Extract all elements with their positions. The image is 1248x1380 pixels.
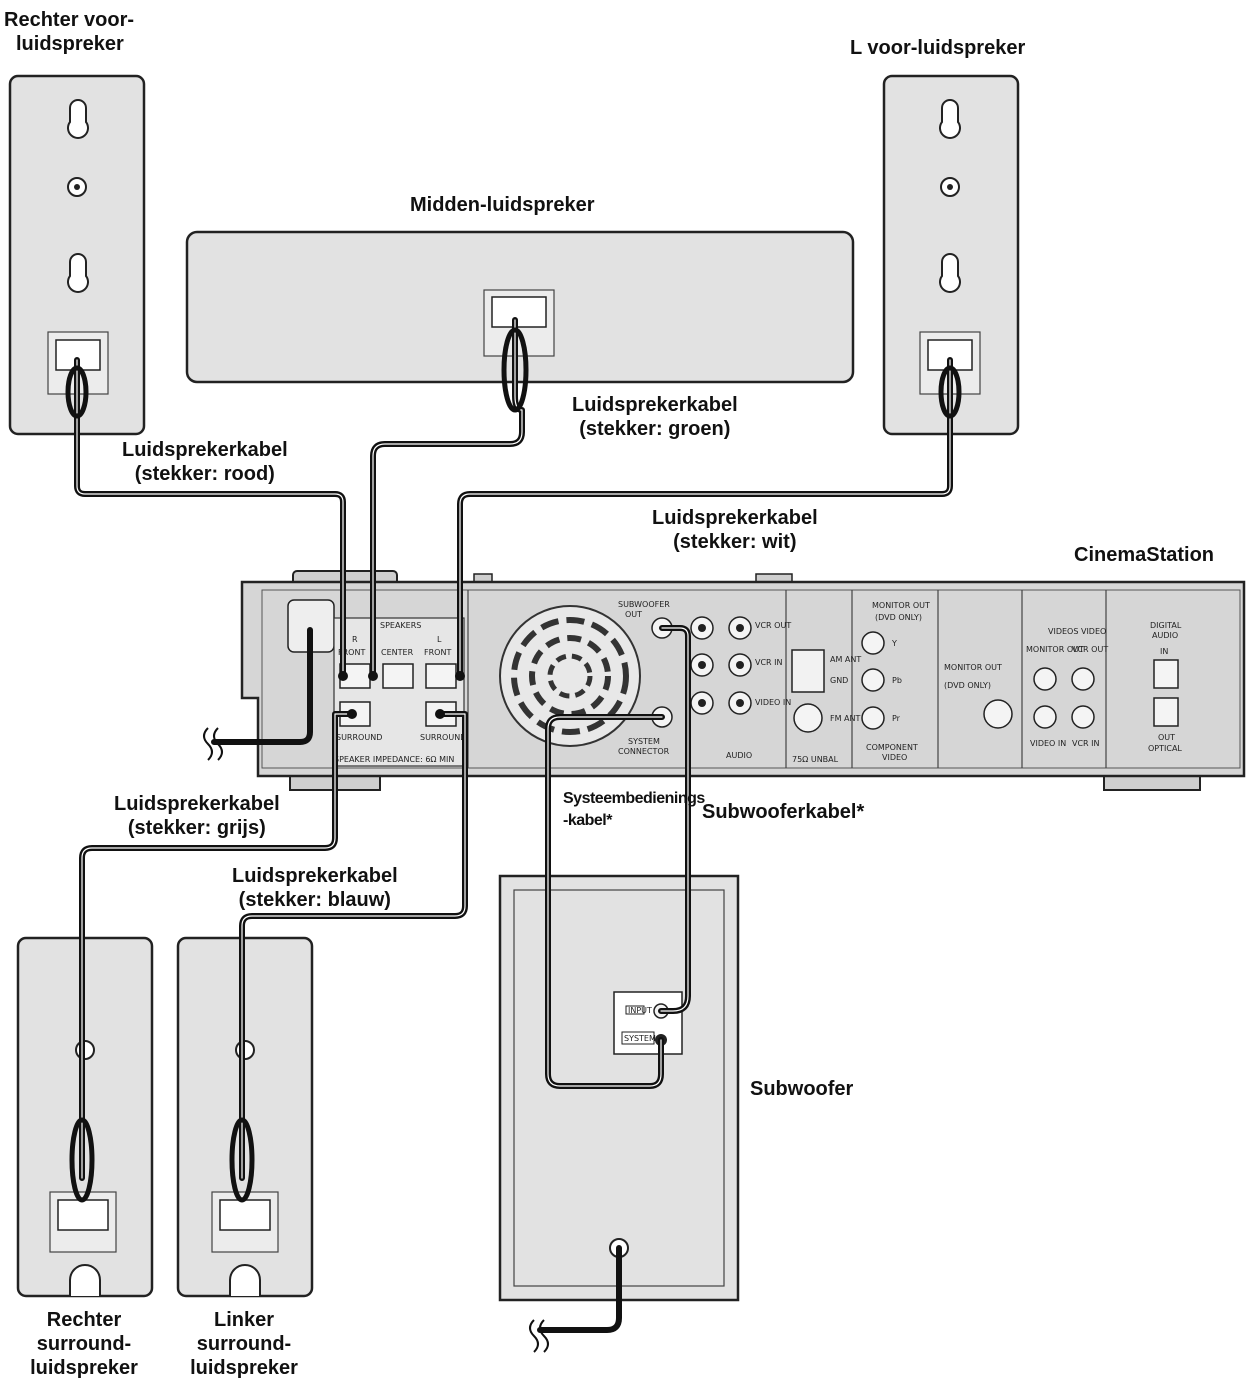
- surround-left-title: Linker surround- luidspreker: [180, 1308, 308, 1380]
- cable-green-line-2: (stekker: groen): [579, 418, 731, 440]
- cable-white-label: Luidsprekerkabel (stekker: wit): [652, 506, 818, 554]
- optical-in-label: IN: [1160, 647, 1168, 656]
- cable-red-line-1: Luidsprekerkabel: [122, 439, 288, 461]
- cable-grey-line-1: Luidsprekerkabel: [114, 793, 280, 815]
- cable-blue-label: Luidsprekerkabel (stekker: blauw): [232, 864, 398, 912]
- vcr-in-label: VCR IN: [755, 658, 783, 667]
- speaker-cables: [65, 317, 962, 1353]
- surround-right-line-3: luidspreker: [30, 1357, 138, 1379]
- cable-blue-line-2: (stekker: blauw): [238, 889, 391, 911]
- center-speaker-title: Midden-luidspreker: [410, 194, 595, 216]
- system-cable-label: Systeembedienings -kabel*: [563, 788, 705, 832]
- videos-video-label: VIDEOS VIDEO: [1048, 627, 1106, 636]
- vcr-in-2-label: VCR IN: [1072, 739, 1100, 748]
- system-connector-label-1: SYSTEM: [628, 737, 660, 746]
- impedance-label: SPEAKER IMPEDANCE: 6Ω MIN: [334, 755, 454, 764]
- fm-ant-label: FM ANT: [830, 714, 861, 723]
- surround-r-label: SURROUND: [336, 733, 382, 742]
- l-mark: L: [437, 635, 442, 644]
- cinema-station-title: CinemaStation: [1074, 544, 1215, 566]
- vcr-out-2-label: VCR OUT: [1072, 645, 1108, 654]
- video-in-2-label: VIDEO IN: [1030, 739, 1066, 748]
- cable-grey-label: Luidsprekerkabel (stekker: grijs): [114, 792, 280, 840]
- pb-label: Pb: [892, 676, 902, 685]
- dvd-only-label: (DVD ONLY): [875, 613, 922, 622]
- cable-white-line-2: (stekker: wit): [673, 531, 797, 553]
- surround-right-line-1: Rechter: [46, 1309, 122, 1331]
- cable-white-line-1: Luidsprekerkabel: [652, 507, 818, 529]
- sub-input-label: INPUT: [628, 1006, 652, 1015]
- front-l-label: FRONT: [424, 648, 451, 657]
- surround-l-label: SURROUND: [420, 733, 466, 742]
- gnd-label: GND: [830, 676, 848, 685]
- am-ant-label: AM ANT: [830, 655, 861, 664]
- dvd-only-2-label: (DVD ONLY): [944, 681, 991, 690]
- system-connector-label-2: CONNECTOR: [618, 747, 670, 756]
- front-right-speaker-title: Rechter voor- luidspreker: [4, 8, 134, 56]
- surround-left-line-1: Linker: [213, 1309, 275, 1331]
- speakers-panel-label: SPEAKERS: [380, 621, 421, 630]
- cinema-station: SPEAKERS R L FRONT CENTER FRONT SURROUND…: [240, 570, 1246, 791]
- digital-audio-label-1: DIGITAL: [1150, 621, 1182, 630]
- r-mark: R: [352, 635, 358, 644]
- system-cable-line-2: -kabel*: [563, 812, 612, 829]
- fan-grille-icon: [499, 605, 641, 747]
- front-left-speaker-title: L voor-luidspreker: [850, 37, 1026, 59]
- subwoofer-title: Subwoofer: [750, 1078, 854, 1100]
- pr-label: Pr: [892, 714, 901, 723]
- sub-system-label: SYSTEM: [624, 1034, 656, 1043]
- video-in-label: VIDEO IN: [755, 698, 791, 707]
- subwoofer-cable-label: Subwooferkabel*: [702, 801, 865, 823]
- audio-jacks: [690, 616, 752, 715]
- front-r-label: FRONT: [338, 648, 365, 657]
- component-video-label-2: VIDEO: [882, 753, 907, 762]
- center-label: CENTER: [381, 648, 414, 657]
- power-cord-subwoofer: [537, 1245, 622, 1333]
- front-right-line-2: luidspreker: [16, 33, 124, 55]
- system-cable-line-1: Systeembedienings: [563, 790, 705, 807]
- optical-out-label: OUT: [1158, 733, 1175, 742]
- cable-green-label: Luidsprekerkabel (stekker: groen): [572, 393, 738, 441]
- front-right-line-1: Rechter voor-: [4, 9, 135, 31]
- cable-blue-line-1: Luidsprekerkabel: [232, 865, 398, 887]
- surround-right-title: Rechter surround- luidspreker: [20, 1308, 148, 1380]
- center-speaker: [185, 230, 855, 384]
- front-right-speaker: [8, 74, 146, 436]
- cable-red-line-2: (stekker: rood): [134, 463, 275, 485]
- cable-grey-line-2: (stekker: grijs): [127, 817, 266, 839]
- component-video-label-1: COMPONENT: [866, 743, 918, 752]
- subwoofer-out-label-1: SUBWOOFER: [618, 600, 670, 609]
- monitor-out-2-label: MONITOR OUT: [944, 663, 1002, 672]
- power-cord-station: [211, 627, 313, 745]
- vcr-out-label: VCR OUT: [755, 621, 791, 630]
- audio-label: AUDIO: [726, 751, 752, 760]
- unbal-label: 75Ω UNBAL: [792, 755, 839, 764]
- surround-left-line-3: luidspreker: [190, 1357, 298, 1379]
- digital-audio-label-2: AUDIO: [1152, 631, 1178, 640]
- monitor-out-label: MONITOR OUT: [872, 601, 930, 610]
- cable-green-line-1: Luidsprekerkabel: [572, 394, 738, 416]
- cable-red-label: Luidsprekerkabel (stekker: rood): [122, 438, 288, 486]
- surround-left-line-2: surround-: [196, 1333, 292, 1355]
- surround-right-line-2: surround-: [36, 1333, 132, 1355]
- monitor-out-3-label: MONITOR OUT: [1026, 645, 1084, 654]
- y-label: Y: [891, 639, 897, 648]
- optical-label: OPTICAL: [1148, 744, 1182, 753]
- subwoofer-out-label-2: OUT: [625, 610, 642, 619]
